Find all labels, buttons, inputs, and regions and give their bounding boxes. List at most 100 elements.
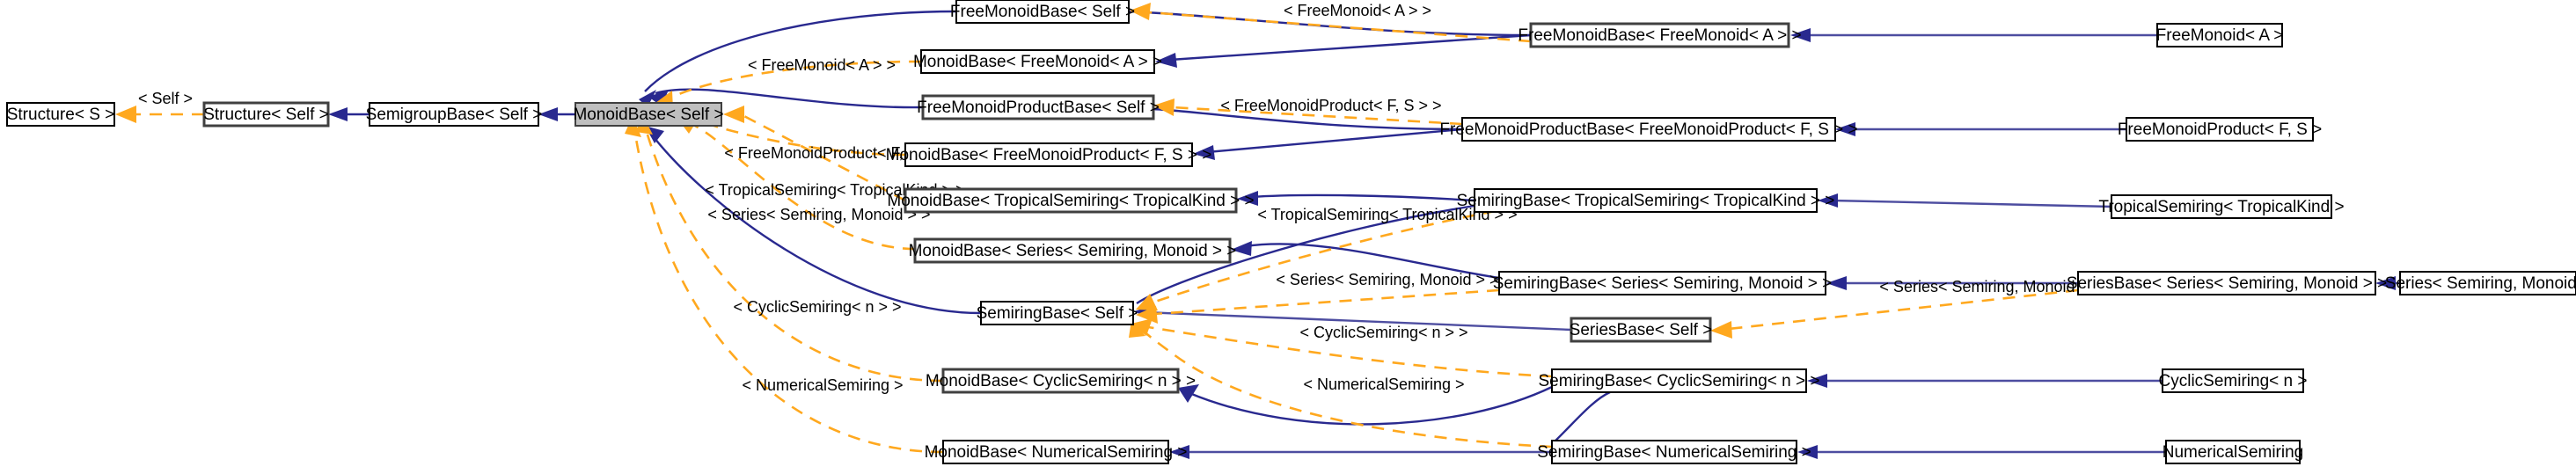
node-label: SemiringBase< Self > xyxy=(977,304,1138,323)
node-label: SemiringBase< TropicalSemiring< Tropical… xyxy=(1457,192,1835,210)
node-box[interactable] xyxy=(920,49,1155,74)
node-box[interactable] xyxy=(1474,188,1818,213)
class-node-semiringbase_cyclic[interactable]: SemiringBase< CyclicSemiring< n > > xyxy=(1539,368,1820,393)
node-label: FreeMonoidBase< FreeMonoid< A > > xyxy=(1518,26,1801,45)
edge-label-lbl_tropical_1: < TropicalSemiring< TropicalKind > > xyxy=(705,181,964,199)
node-box[interactable] xyxy=(2156,23,2283,47)
node-box[interactable] xyxy=(904,142,1193,167)
node-box[interactable] xyxy=(955,0,1130,24)
class-node-monoidbase_fmprod[interactable]: MonoidBase< FreeMonoidProduct< F, S > > xyxy=(886,142,1212,167)
node-box[interactable] xyxy=(1551,440,1797,464)
edge-label-lbl_fmprod_fs_2: < FreeMonoidProduct< F, S > > xyxy=(724,144,945,162)
edge-template-seriesbaseseries-to-seriesbaseself xyxy=(1728,288,2079,331)
node-label: CyclicSemiring< n > xyxy=(2159,372,2308,390)
class-node-freemonoidprodbase_self[interactable]: FreeMonoidProductBase< Self > xyxy=(917,94,1160,120)
node-box[interactable] xyxy=(1570,317,1712,343)
class-node-monoidbase_freemonoid[interactable]: MonoidBase< FreeMonoid< A > > xyxy=(913,49,1162,74)
arrowhead-inherit xyxy=(1807,374,1827,388)
class-node-fmbase_freemonoid[interactable]: FreeMonoidBase< FreeMonoid< A > > xyxy=(1518,22,1802,48)
arrowhead-inherit xyxy=(1178,384,1199,403)
edge-template-monoidbaseseries-to-monoidbaseself xyxy=(694,124,916,251)
node-box[interactable] xyxy=(1529,22,1790,48)
arrowhead-inherit xyxy=(1818,193,1838,208)
node-box[interactable] xyxy=(2111,194,2332,219)
node-box[interactable] xyxy=(202,101,330,128)
arrowhead-inherit xyxy=(1155,53,1177,68)
class-node-fmprodbase_fmprod[interactable]: FreeMonoidProductBase< FreeMonoidProduct… xyxy=(1439,117,1858,142)
edge-template-semiringbasecyclic-to-semiringbaseself xyxy=(1147,325,1553,378)
class-node-semiringbase_self[interactable]: SemiringBase< Self > xyxy=(977,301,1138,325)
node-box[interactable] xyxy=(941,368,1180,394)
node-box[interactable] xyxy=(2077,271,2376,295)
node-box[interactable] xyxy=(913,237,1232,264)
arrowhead-inherit xyxy=(1193,145,1215,160)
node-box[interactable] xyxy=(921,94,1155,120)
class-node-monoidbase_self[interactable]: MonoidBase< Self > xyxy=(573,102,724,127)
edge-fmprodbaseself-to-monoidbase xyxy=(655,88,924,109)
class-node-semiringbase_series[interactable]: SemiringBase< Series< Semiring, Monoid >… xyxy=(1493,271,1832,295)
class-node-structure_self[interactable]: Structure< Self > xyxy=(202,101,330,128)
node-label: FreeMonoidProduct< F, S > xyxy=(2118,120,2322,139)
arrowhead-inherit xyxy=(538,107,558,121)
node-box[interactable] xyxy=(1498,271,1826,295)
edge-template-semiringbasetropical-to-semiringbaseself xyxy=(1152,209,1497,304)
class-node-freemonoid_a[interactable]: FreeMonoid< A > xyxy=(2156,23,2284,47)
class-node-semiringbase_numerical[interactable]: SemiringBase< NumericalSemiring > xyxy=(1537,440,1811,464)
class-node-freemonoidproduct_fs[interactable]: FreeMonoidProduct< F, S > xyxy=(2118,117,2322,142)
node-label: SemiringBase< Series< Semiring, Monoid >… xyxy=(1493,274,1832,293)
node-box[interactable] xyxy=(6,102,115,127)
arrowhead-template xyxy=(115,106,136,123)
node-box[interactable] xyxy=(369,102,539,127)
node-box[interactable] xyxy=(2162,368,2304,393)
class-node-semiringbase_tropical[interactable]: SemiringBase< TropicalSemiring< Tropical… xyxy=(1457,188,1835,213)
node-box[interactable] xyxy=(2126,117,2314,142)
class-node-structure_s[interactable]: Structure< S > xyxy=(6,102,115,127)
arrowhead-inherit xyxy=(1790,28,1811,42)
node-box[interactable] xyxy=(904,187,1238,214)
node-box[interactable] xyxy=(2399,271,2576,295)
arrowhead-inherit xyxy=(1231,241,1252,256)
class-node-semigroupbase_self[interactable]: SemigroupBase< Self > xyxy=(366,102,543,127)
class-node-seriesbase_self[interactable]: SeriesBase< Self > xyxy=(1570,317,1713,343)
class-node-monoidbase_tropical[interactable]: MonoidBase< TropicalSemiring< TropicalKi… xyxy=(887,187,1255,214)
edge-semiringbaseself-to-monoidbase xyxy=(650,133,982,315)
class-node-monoidbase_cyclic[interactable]: MonoidBase< CyclicSemiring< n > > xyxy=(926,368,1196,394)
edge-label-lbl_numerical_2: < NumericalSemiring > xyxy=(1303,376,1464,393)
class-node-numericalsemiring[interactable]: NumericalSemiring xyxy=(2163,440,2304,464)
edge-label-lbl_series_3: < Series< Semiring, Monoid > > xyxy=(1879,278,2102,295)
node-label: MonoidBase< FreeMonoid< A > > xyxy=(913,53,1162,71)
class-node-tropicalsemiring_kind[interactable]: TropicalSemiring< TropicalKind > xyxy=(2098,194,2345,219)
class-node-freemonoidbase_self[interactable]: FreeMonoidBase< Self > xyxy=(950,0,1135,24)
arrowhead-template xyxy=(1136,294,1158,310)
arrowhead-template xyxy=(1130,3,1151,20)
node-box[interactable] xyxy=(1551,368,1807,393)
edge-label-lbl_cyclic_1: < CyclicSemiring< n > > xyxy=(733,298,901,316)
class-node-series_semiring_monoid[interactable]: Series< Semiring, Monoid > xyxy=(2385,271,2576,295)
arrowhead-template xyxy=(1131,318,1153,336)
node-box[interactable] xyxy=(2165,440,2301,464)
edge-template-fmprodbasefmp-to-fmprodbaseself xyxy=(1171,106,1463,126)
edge-template-monoidbasenumerical-to-monoidbaseself xyxy=(633,133,944,454)
node-box[interactable] xyxy=(574,102,722,127)
edge-label-lbl_self: < Self > xyxy=(138,90,193,107)
node-label: SeriesBase< Self > xyxy=(1570,321,1713,339)
arrowhead-inherit xyxy=(648,90,669,106)
edge-label-lbl_series_1: < Series< Semiring, Monoid > > xyxy=(707,206,930,223)
node-box[interactable] xyxy=(1461,117,1836,142)
class-node-monoidbase_numerical[interactable]: MonoidBase< NumericalSemiring > xyxy=(925,440,1188,464)
arrowhead-inherit xyxy=(1826,276,1847,290)
arrowhead-inherit xyxy=(1169,445,1189,459)
class-node-seriesbase_series[interactable]: SeriesBase< Series< Semiring, Monoid > > xyxy=(2067,271,2387,295)
node-box[interactable] xyxy=(942,440,1169,464)
arrowhead-template xyxy=(1136,306,1158,324)
class-node-monoidbase_series[interactable]: MonoidBase< Series< Semiring, Monoid > > xyxy=(909,237,1237,264)
class-node-cyclicsemiring_n[interactable]: CyclicSemiring< n > xyxy=(2159,368,2308,393)
node-label: MonoidBase< NumericalSemiring > xyxy=(925,443,1188,462)
node-box[interactable] xyxy=(980,301,1134,325)
edge-fmprodbasefmp-to-fmprodbaseself xyxy=(1153,107,1463,131)
edge-semiringbasenumerical-curve xyxy=(1551,390,1611,445)
arrowhead-inherit xyxy=(328,107,348,121)
edge-template-monoidbasetropical-to-monoidbaseself xyxy=(740,113,906,202)
node-label: MonoidBase< Self > xyxy=(573,106,723,124)
